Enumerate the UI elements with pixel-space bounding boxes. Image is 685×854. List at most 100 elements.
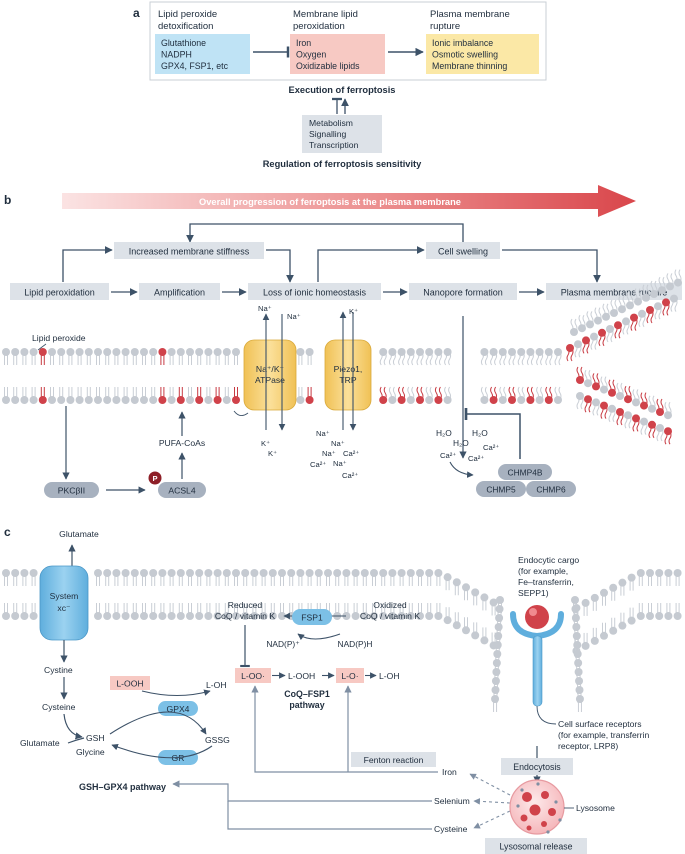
gsh-label: GSH [86,733,105,743]
panel-a-letter: a [133,6,140,20]
progression-arrow [62,185,636,217]
fsp1-label: FSP1 [301,613,323,623]
rupture-box [426,34,539,74]
plasma-membrane-b [2,269,682,445]
chmp4b-protein [498,464,552,480]
ion-na-4: Na⁺ [331,439,345,448]
col3-title-line2: rupture [430,21,460,32]
cysteine-to-gsh-pathway [227,801,432,830]
col3-title-line1: Plasma membrane [430,9,510,20]
regulator-2: Signalling [309,129,346,139]
amplification-label: Amplification [154,288,205,298]
lo-box [336,668,364,683]
peroxidation-box [290,34,385,74]
cystine-label: Cystine [44,665,73,675]
escrt-inhibit [464,408,521,459]
cargo-line-1: Endocytic cargo [518,555,579,565]
system-label: System [50,591,79,601]
iron-to-loo [251,685,438,773]
ion-na-5: Na⁺ [322,449,336,458]
calcium-2: Ca²⁺ [440,451,456,460]
col1-item-1: Glutathione [161,38,206,48]
progression-label: Overall progression of ferroptosis at th… [199,197,461,207]
cargo-line-4: SEPP1) [518,588,549,598]
chmp6-label: CHMP6 [536,485,566,495]
lysosomal-release-box [485,838,587,854]
col3-item-2: Osmotic swelling [432,50,498,60]
stiffness-label: Increased membrane stiffness [129,247,250,257]
glutamate-low-label: Glutamate [20,738,60,748]
col1-title-line2: detoxification [158,21,213,32]
pkc-enzyme [44,482,99,498]
reduced-label-1: Reduced [228,600,263,610]
endocytosis-label: Endocytosis [513,762,561,772]
loh-label: L-OH [206,680,227,690]
gssg-label: GSSG [205,735,230,745]
col3-item-1: Ionic imbalance [432,38,493,48]
cargo-highlight [529,608,537,616]
regulation-label: Regulation of ferroptosis sensitivity [263,159,422,169]
iron-label: Iron [442,767,457,777]
selenium-to-gsh-pathway [172,780,432,802]
water-3: H₂O [472,428,488,438]
plasma-membrane-c [2,569,682,712]
receptor-line-2: (for example, transferrin [558,730,649,740]
cargo-line-3: Fe–transferrin, [518,577,574,587]
loss-ionic-box [248,283,381,300]
atpase-label-1: Na⁺/K⁺ [256,364,285,374]
ion-k-1: K⁺ [261,439,270,448]
ion-na-6: Na⁺ [333,459,347,468]
ion-na-3: Na⁺ [316,429,330,438]
col2-item-1: Iron [296,38,311,48]
arrow-gssg-gsh [111,744,213,759]
cysteine2-label: Cysteine [434,824,468,834]
glycine-label: Glycine [76,747,105,757]
ion-ca-2: Ca²⁺ [310,460,326,469]
piezo-label-2: TRP [339,375,356,385]
oxidized-label-1: Oxidized [373,600,407,610]
chmp5-label: CHMP5 [486,485,516,495]
oxidized-label-2: CoQ / vitamin K [360,611,420,621]
arrow-cysteine-gsh [63,713,83,740]
lipid-peroxidation-box [10,283,109,300]
calcium-1: Ca²⁺ [483,443,499,452]
lipid-peroxidation-label: Lipid peroxidation [24,288,95,298]
arrow-swelling-rupture [502,249,601,283]
atpase-curl [233,410,249,416]
col1-item-2: NADPH [161,50,192,60]
ion-na-1: Na⁺ [258,304,272,313]
panel-b-letter: b [4,193,11,207]
lysosomal-release-label: Lysosomal release [499,842,572,852]
chmp6-protein [526,481,576,497]
atpase-label-2: ATPase [255,375,285,385]
col2-title-line1: Membrane lipid [293,9,358,20]
gpx4-label: GPX4 [167,704,190,714]
xc-label: xᴄ⁻ [57,603,71,613]
col1-item-3: GPX4, FSP1, etc [161,61,229,71]
ion-ca-1: Ca²⁺ [343,449,359,458]
lysosome-contents [516,782,562,834]
water-2: H₂O [453,438,469,448]
col2-item-2: Oxygen [296,50,326,60]
detox-box [155,34,250,74]
acsl4-enzyme [158,482,206,498]
arrow-stiffness-loss [266,249,294,283]
glutamate-join [67,737,85,744]
pkc-label: PKCβII [58,486,85,496]
arrow-lp-stiffness [62,246,113,282]
loss-ionic-label: Loss of ionic homeostasis [263,288,367,298]
loh2-label: L-OH [379,671,400,681]
selenium-label: Selenium [434,796,470,806]
nanopore-label: Nanopore formation [423,288,503,298]
nadph-arrow [297,633,341,641]
looh-mid-label: L-OOH [288,671,315,681]
fenton-box [351,752,436,767]
receptor-line-1: Cell surface receptors [558,719,642,729]
lipid-peroxide-label: Lipid peroxide [32,333,86,343]
nadp-label: NAD(P)⁺ [266,639,299,649]
coq-pathway-label-1: CoQ–FSP1 [284,689,330,699]
arrow-looh-loh [141,689,211,696]
reduced-label-2: CoQ / vitamin K [215,611,275,621]
stiffness-box [114,242,264,259]
chmp4b-label: CHMP4B [508,468,543,478]
